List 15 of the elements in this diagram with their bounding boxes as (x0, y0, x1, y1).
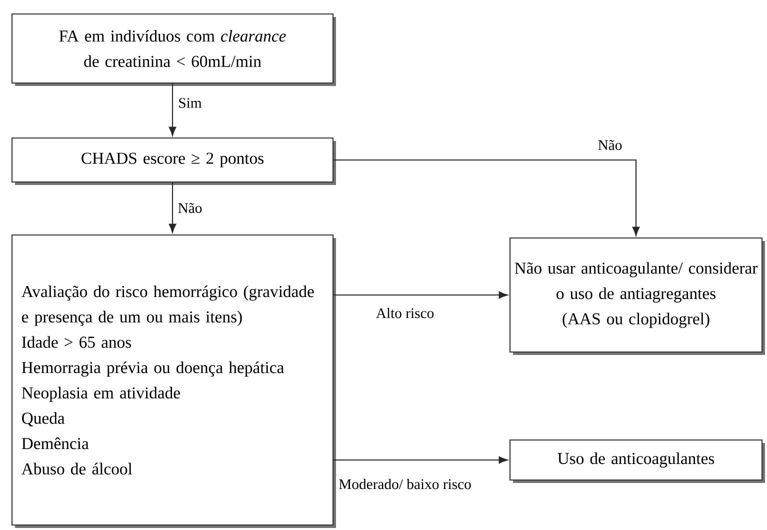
process-box: Não usar anticoagulante/ considerar o uso de antiagregantes (AAS ou clopidogrel) (509, 237, 765, 355)
edge-label: Sim (176, 96, 204, 110)
edge-label: Não (596, 138, 624, 152)
arrow (168, 84, 176, 136)
arrow (168, 182, 176, 233)
edge-label: Alto risco (374, 306, 436, 320)
arrow (334, 159, 640, 236)
process-box: Avaliação do risco hemorrágico (gravidade e presença de um ou mais itens) Idade > 65 anos Hemorragia prévia ou doença hepática Neoplasia em atividade Queda Demência Abuso de álcool (11, 234, 336, 528)
arrow (334, 456, 508, 464)
edge-label: Não (176, 202, 204, 214)
process-box: FA em indivíduos com clearance de creatinina < 60mL/min (11, 13, 336, 86)
arrow (334, 291, 508, 299)
process-box: CHADS escore ≥ 2 pontos (11, 137, 336, 185)
process-box: Uso de anticoagulantes (509, 439, 765, 483)
edge-label: Moderado/ baixo risco (337, 478, 473, 490)
